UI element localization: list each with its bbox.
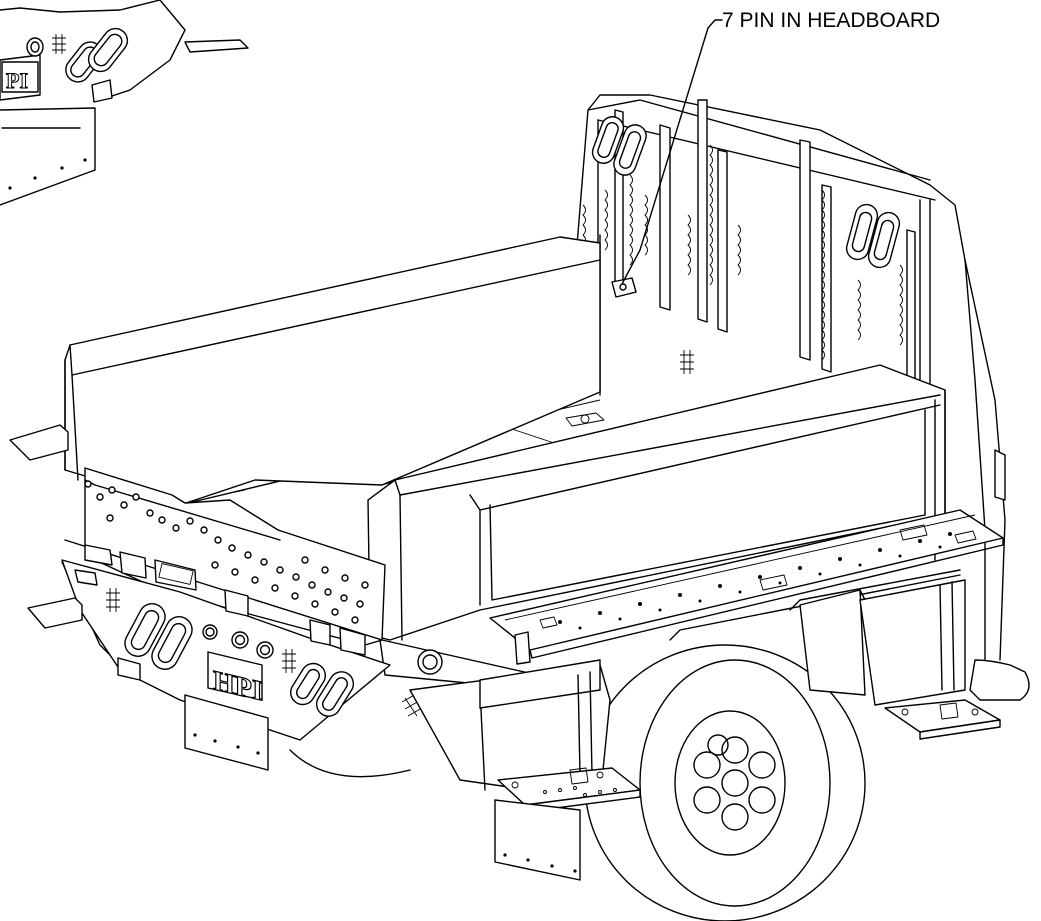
left-mud-flap (184, 694, 269, 771)
hpi-logo-plate (207, 651, 263, 701)
right-mud-flap (494, 799, 581, 881)
callout-label: 7 PIN IN HEADBOARD (722, 9, 940, 32)
left-outriggers (9, 424, 83, 629)
partial-logo-plate (1, 61, 39, 93)
seven-pin-connector (611, 277, 637, 298)
headboard (574, 94, 1030, 701)
side-step (409, 659, 641, 881)
rear-bumper: HPI (61, 467, 561, 771)
rear-wheel (289, 644, 866, 921)
partial-rear-view: PI (0, 0, 249, 206)
callout-7-pin: 7 PIN IN HEADBOARD (621, 9, 940, 285)
partial-logo-text: PI (6, 68, 28, 93)
right-step (799, 579, 1001, 740)
grid-symbol (680, 350, 694, 374)
